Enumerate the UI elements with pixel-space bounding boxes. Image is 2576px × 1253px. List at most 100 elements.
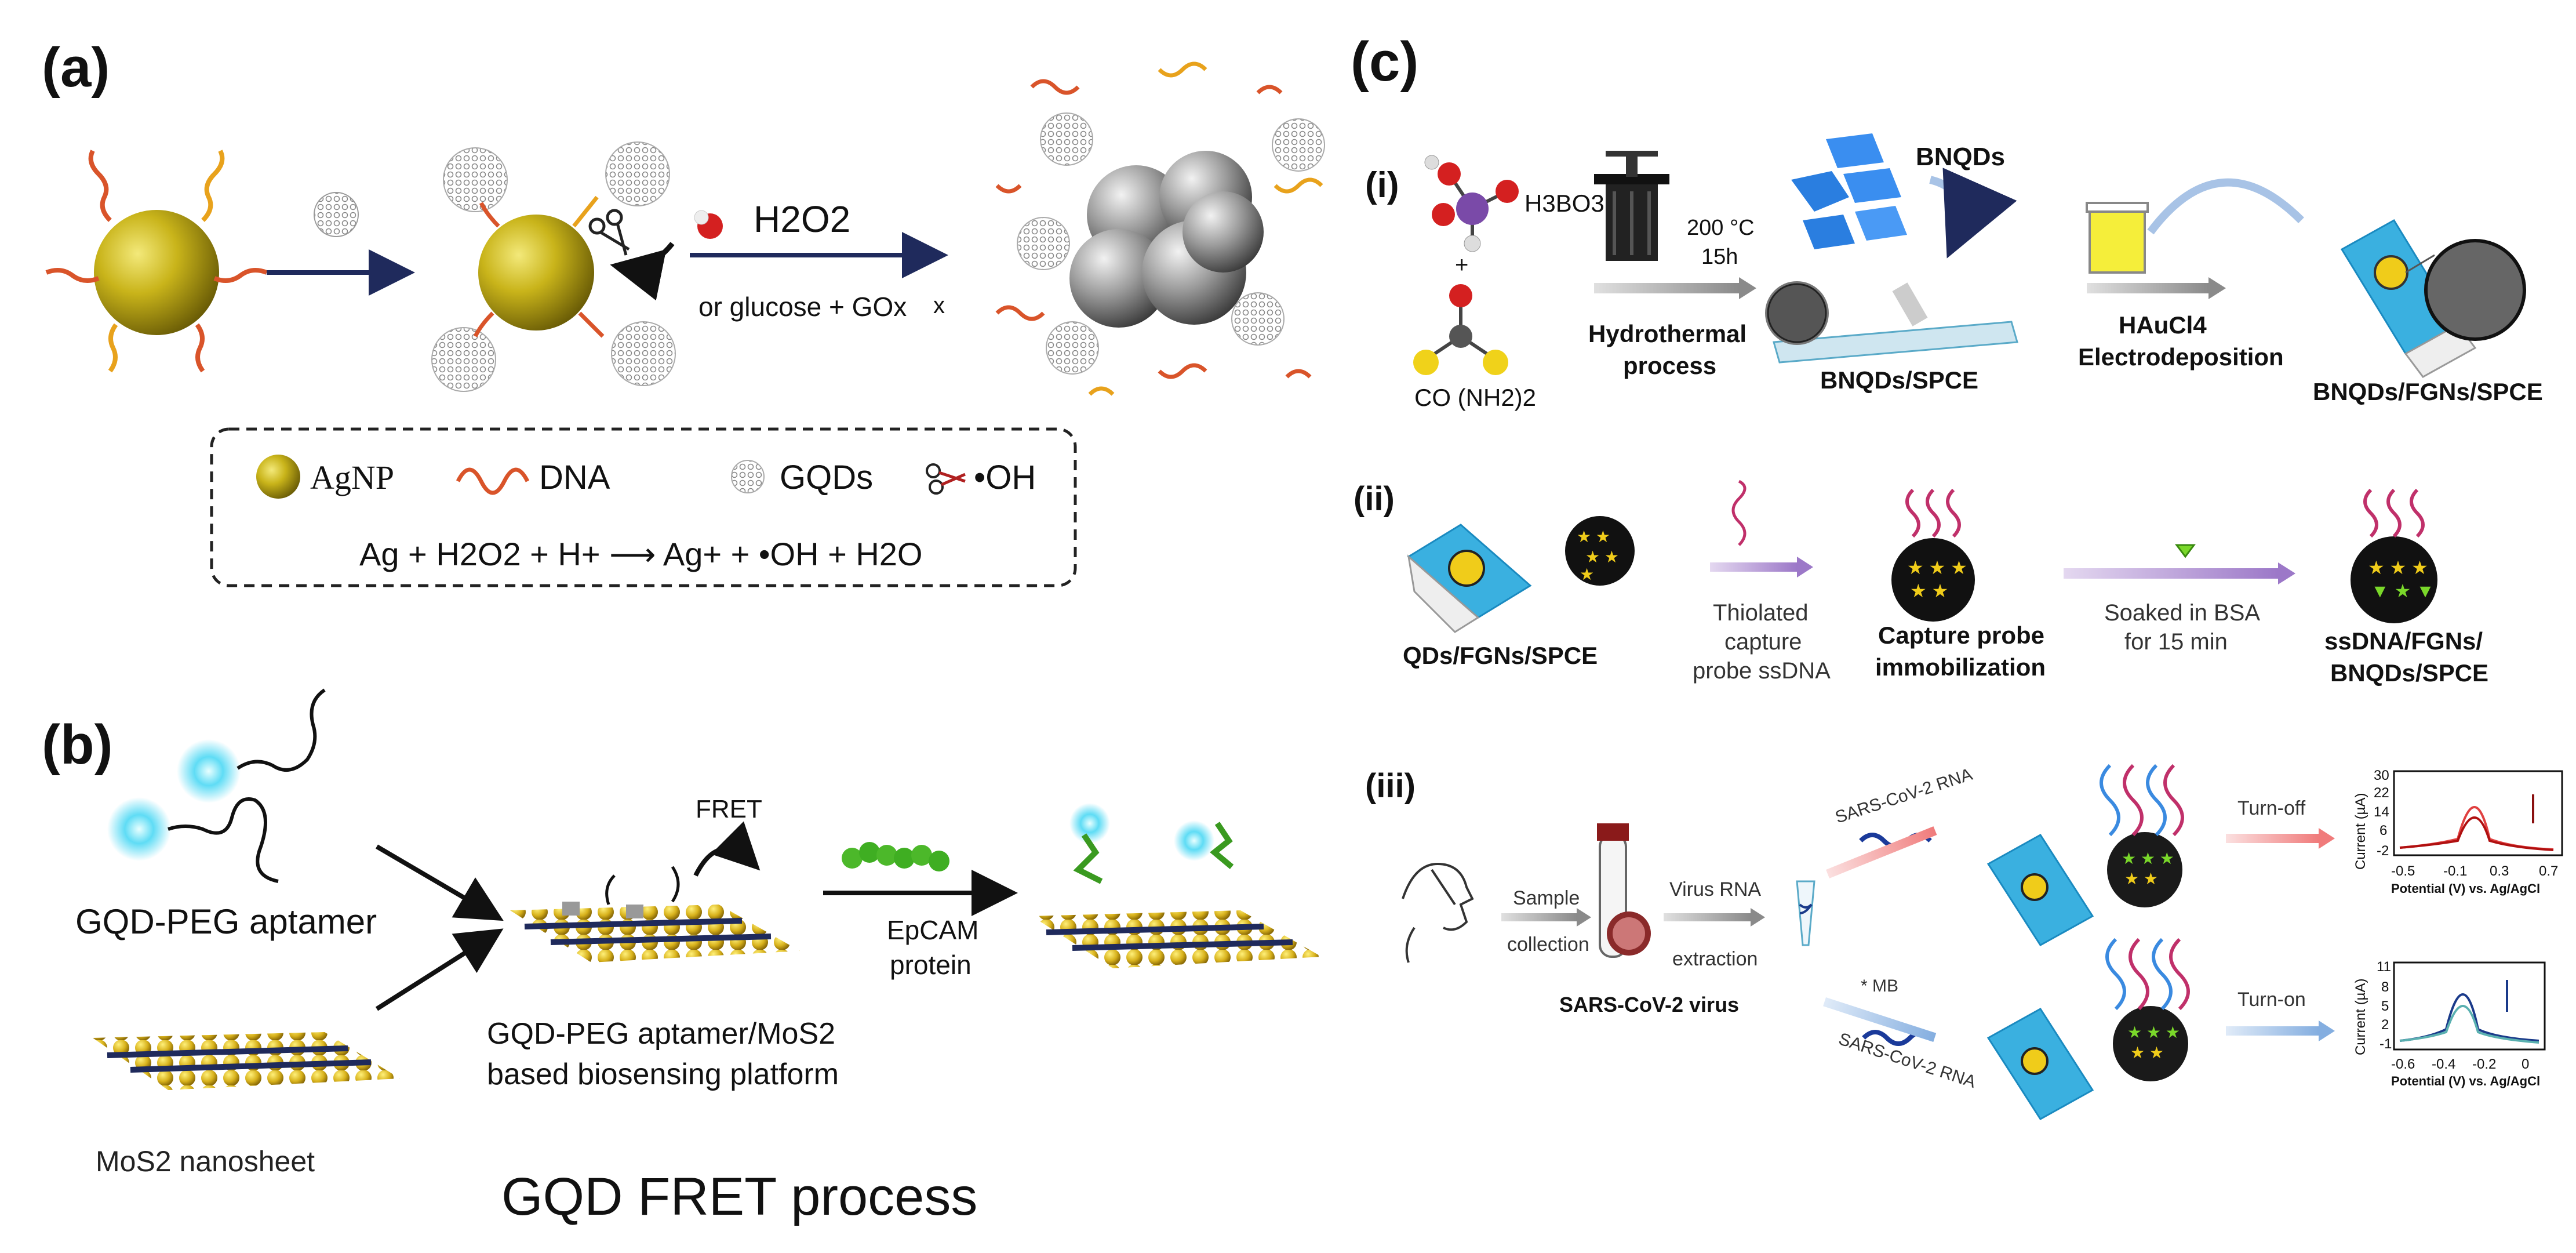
- sars-rna-label-top: SARS-CoV-2 RNA: [1833, 765, 1975, 827]
- hydrothermal-label-2: process: [1623, 352, 1716, 379]
- plot2-xlabel: Potential (V) vs. Ag/AgCl: [2391, 1074, 2540, 1088]
- svg-text:★ ★: ★ ★: [1910, 580, 1948, 601]
- arrow-c8: [2226, 834, 2319, 843]
- spce-electrode-1: [2340, 219, 2526, 378]
- arrow-b1: [375, 844, 504, 921]
- soaked-label-2: for 15 min: [2124, 629, 2228, 655]
- svg-text:★ ★ ★: ★ ★ ★: [2127, 1023, 2180, 1041]
- svg-text:★ ★: ★ ★: [1577, 528, 1610, 546]
- plot2-ytick: 11: [2377, 959, 2391, 975]
- legend-agnp: AgNP: [310, 459, 394, 496]
- svg-text:★: ★: [1580, 565, 1594, 583]
- hydrothermal-label-1: Hydrothermal: [1588, 320, 1747, 347]
- panel-a-legend: AgNP DNA GQDs •OH Ag + H2O2 + H+ ⟶ Ag+ +…: [210, 427, 1077, 587]
- plot1-xtick: -0.5: [2391, 863, 2415, 879]
- gqd-peg-aptamer-label: GQD-PEG aptamer: [75, 902, 377, 941]
- plot2-xtick: 0: [2522, 1056, 2529, 1072]
- boric-acid-molecule: [1424, 155, 1519, 252]
- epcam-protein-icon: [842, 842, 949, 871]
- svg-text:★ ★ ★: ★ ★ ★: [2368, 557, 2428, 578]
- fret-label: FRET: [696, 795, 762, 823]
- plot1-xtick: 0.3: [2490, 863, 2509, 879]
- bnqds-cluster: [1791, 133, 2017, 259]
- ssdna-label-2: BNQDs/SPCE: [2330, 659, 2488, 687]
- svg-text:▼ ★ ▼: ▼ ★ ▼: [2371, 580, 2435, 601]
- svg-text:★ ★ ★: ★ ★ ★: [2122, 849, 2174, 867]
- soaked-label-1: Soaked in BSA: [2104, 600, 2260, 626]
- h2o2-label: H2O2: [754, 198, 850, 240]
- beaker-icon: [2086, 202, 2149, 274]
- spce-electrode-on: ★ ★ ★ ★ ★: [1986, 938, 2190, 1120]
- thiolated-label-2: capture: [1724, 629, 1802, 655]
- reaction-equation: Ag + H2O2 + H+ ⟶ Ag+ + •OH + H2O: [359, 536, 922, 572]
- bsa-triangle-icon: [2175, 544, 2196, 558]
- turn-off-label: Turn-off: [2237, 797, 2306, 819]
- plot1-xlabel: Potential (V) vs. Ag/AgCl: [2391, 881, 2540, 896]
- glucose-gox-label: or glucose + GOx: [698, 292, 907, 322]
- ssdna-final-electrode: ★ ★ ★ ▼ ★ ▼: [2351, 488, 2437, 623]
- time-label: 15h: [1701, 245, 1738, 269]
- aggregated-ag-particles: [995, 61, 1325, 396]
- plot1-ylabel: Current (µA): [2353, 793, 2368, 870]
- sub-iii-label: (iii): [1365, 767, 1416, 805]
- capture-probe-label-2: immobilization: [1875, 653, 2046, 681]
- capture-probe-electrode: ★ ★ ★ ★ ★: [1891, 488, 1975, 622]
- h2o2-molecule-icon: [694, 210, 723, 239]
- rna-tube-icon: [1796, 880, 1815, 946]
- platform-label-1: GQD-PEG aptamer/MoS2: [487, 1017, 835, 1051]
- spce-electrode-off: ★ ★ ★ ★ ★: [1986, 764, 2184, 946]
- ssdna-label-1: ssDNA/FGNs/: [2324, 627, 2483, 655]
- sars-virus-label: SARS-CoV-2 virus: [1559, 993, 1739, 1016]
- h3bo3-label: H3BO3: [1525, 190, 1604, 217]
- plus-sign: +: [1455, 252, 1468, 278]
- released-platform: [1032, 803, 1322, 968]
- sample-label-2: collection: [1507, 934, 1589, 956]
- svg-text:★ ★: ★ ★: [2130, 1044, 2164, 1062]
- plot2-ytick: -1: [2379, 1036, 2392, 1052]
- aptamer-mos2-platform: [510, 821, 800, 963]
- panel-label-c: (c): [1351, 31, 1419, 93]
- arrow-b2: [375, 928, 504, 1011]
- mb-label: * MB: [1861, 976, 1898, 996]
- virus-rna-label-1: Virus RNA: [1669, 878, 1761, 900]
- urea-molecule: [1413, 284, 1508, 375]
- mos2-nanosheet: [93, 1032, 400, 1090]
- ssdna-strand-icon: [1731, 480, 1747, 546]
- legend-oh: •OH: [974, 459, 1036, 496]
- gqd-fret-caption: GQD FRET process: [501, 1167, 977, 1226]
- haucl4-label: HAuCl4: [2119, 311, 2207, 339]
- person-swab-icon: [1402, 862, 1474, 963]
- arrow-c10: [2226, 1026, 2319, 1036]
- arrow-c9: [1823, 997, 1937, 1043]
- sub-ii-label: (ii): [1354, 480, 1395, 518]
- bnqds-spce-label: BNQDs/SPCE: [1820, 366, 1978, 394]
- plot2-ylabel: Current (µA): [2353, 978, 2368, 1055]
- plot2-ytick: 2: [2381, 1017, 2389, 1033]
- arrow-c5: [1501, 913, 1577, 921]
- legend-scissors-icon: [926, 463, 966, 495]
- plot2-xtick: -0.6: [2391, 1056, 2415, 1072]
- temperature-label: 200 °C: [1687, 216, 1755, 240]
- panel-c: (i) (ii) (iii) H3BO3 + CO (NH2)2: [1354, 133, 2563, 1120]
- agnp-with-gqds: [431, 141, 676, 392]
- plot1-ytick: -2: [2377, 843, 2389, 859]
- gqd-peg-aptamer-icons: [107, 688, 326, 883]
- virus-rna-label-2: extraction: [1672, 948, 1758, 970]
- sample-label-1: Sample: [1513, 887, 1580, 909]
- svg-text:★ ★ ★: ★ ★ ★: [1907, 557, 1967, 578]
- sub-i-label: (i): [1365, 165, 1399, 205]
- capture-probe-label-1: Capture probe: [1878, 622, 2044, 649]
- arrow-c2: [2087, 283, 2208, 293]
- svg-text:★ ★: ★ ★: [2124, 870, 2158, 888]
- plot1-ytick: 30: [2374, 768, 2389, 783]
- panel-b: GQD-PEG aptamer MoS2 nanosheet FRET: [75, 688, 1322, 1226]
- legend-gqds: GQDs: [780, 459, 873, 496]
- bnqds-label: BNQDs: [1916, 143, 2005, 171]
- plot-turn-off: Current (µA) 30 22 14 6 -2 -0.5 -0.1 0.3…: [2353, 768, 2563, 896]
- platform-label-2: based biosensing platform: [487, 1058, 839, 1091]
- arrow-c4: [2064, 568, 2278, 579]
- plot1-ytick: 14: [2374, 804, 2389, 820]
- mos2-nanosheet-label: MoS2 nanosheet: [96, 1145, 315, 1178]
- gqd-icon: [314, 192, 359, 237]
